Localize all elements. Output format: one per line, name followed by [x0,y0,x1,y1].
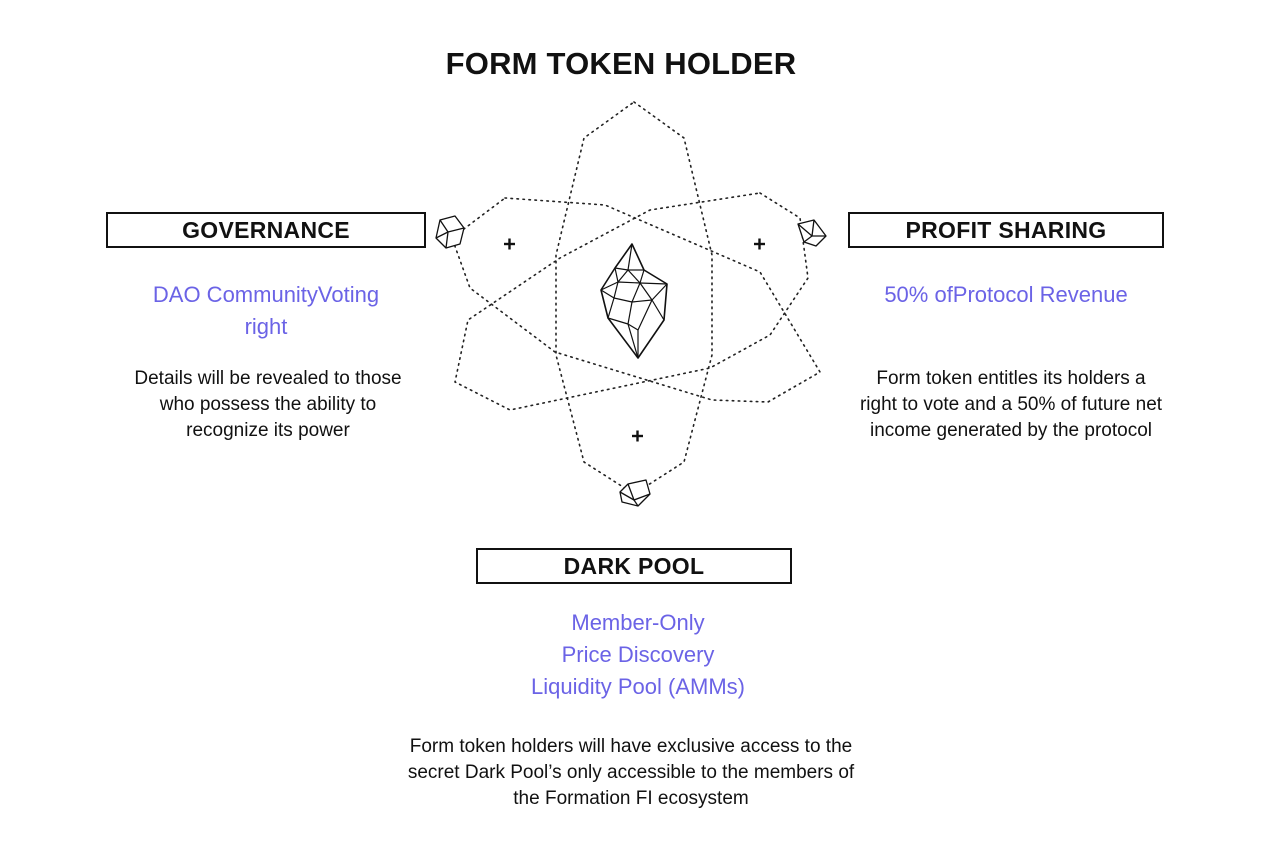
dark-pool-highlight-line: Price Discovery [561,642,715,667]
governance-description-line: who possess the ability to [159,394,377,415]
governance-highlight-line: DAO CommunityVoting [152,282,380,307]
governance-description-line: Details will be revealed to those [134,368,402,389]
profit-sharing-description-line: Form token entitles its holders a [876,368,1146,389]
dark-pool-description-line: the Formation FI ecosystem [513,788,749,809]
dark-pool-description-line: Form token holders will have exclusive a… [409,736,853,757]
orbit-path-diagonal-a [451,197,822,403]
profit-sharing-highlight: 50% ofProtocol Revenue [836,279,1176,311]
dark-pool-label-box: DARK POOL [476,548,792,584]
plus-icon [632,430,643,442]
page-title: FORM TOKEN HOLDER [445,46,797,81]
profit-sharing-label-box: PROFIT SHARING [848,212,1164,248]
profit-sharing-label: PROFIT SHARING [905,216,1107,243]
crystal-icon [600,243,668,359]
plus-markers [504,238,765,442]
gem-icon [435,215,465,249]
dark-pool-description: Form token holders will have exclusive a… [356,734,906,812]
profit-sharing-description-line: right to vote and a 50% of future net [859,394,1163,415]
dark-pool-highlight: Member-Only Price Discovery Liquidity Po… [468,607,808,703]
dark-pool-highlight-line: Member-Only [571,610,705,635]
governance-label: GOVERNANCE [182,216,350,243]
profit-sharing-description-line: income generated by the protocol [869,420,1152,441]
dark-pool-description-line: secret Dark Pool’s only accessible to th… [407,762,855,783]
dark-pool-label: DARK POOL [563,552,705,579]
governance-highlight-line: right [244,314,288,339]
plus-icon [504,238,515,250]
governance-highlight: DAO CommunityVoting right [106,279,426,343]
governance-description: Details will be revealed to those who po… [98,366,438,444]
dark-pool-highlight-line: Liquidity Pool (AMMs) [531,674,745,699]
profit-sharing-description: Form token entitles its holders a right … [826,366,1196,444]
gem-icon [619,479,651,507]
profit-sharing-highlight-line: 50% ofProtocol Revenue [884,282,1128,307]
plus-icon [754,238,765,250]
governance-description-line: recognize its power [186,420,350,441]
gem-icon [797,219,827,247]
governance-label-box: GOVERNANCE [106,212,426,248]
